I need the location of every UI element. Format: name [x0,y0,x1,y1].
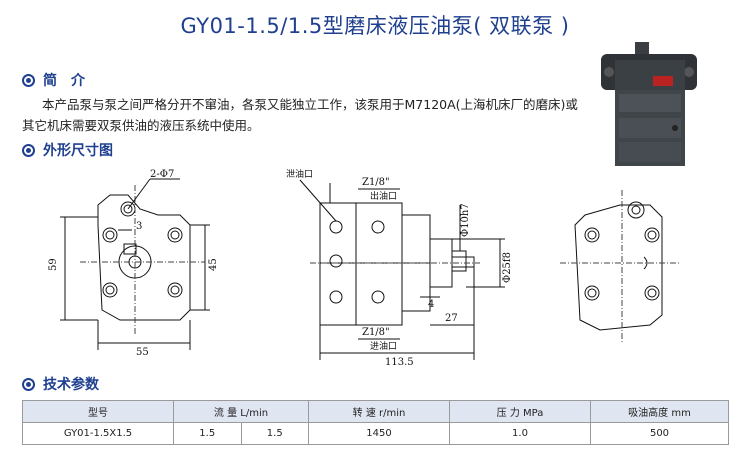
section-spec-heading: 技术参数 [22,374,99,394]
section-intro-heading: 简 介 [22,70,85,90]
header-flow: 流 量 L/min [173,400,309,423]
dim-offset: 3 [136,221,142,232]
section-drawing-heading: 外形尺寸图 [22,140,113,160]
section-bullet-icon [22,143,35,157]
outlet-label: 出油口 [370,190,397,202]
dim-shaft-len: 27 [445,313,458,324]
dim-height-inner: 45 [208,258,219,271]
spec-header-row: 型号 流 量 L/min 转 速 r/min 压 力 MPa 吸油高度 mm [22,400,729,423]
cell-suction: 500 [590,422,729,445]
section-intro-label: 简 介 [43,73,85,89]
dim-flange-dia: Φ25f8 [502,252,513,283]
section-drawing-label: 外形尺寸图 [43,143,113,159]
drain-port-label: 泄油口 [286,168,313,180]
header-suction: 吸油高度 mm [590,400,729,423]
pump-photo [601,42,697,166]
inlet-label: 进油口 [370,340,397,352]
right-view-outline [574,204,663,331]
header-model: 型号 [22,400,174,423]
dim-total-len: 113.5 [385,357,414,365]
section-bullet-icon [22,73,35,87]
dim-shaft-dia: Φ10h7 [460,203,471,237]
cell-pressure: 1.0 [449,422,591,445]
cell-flow1: 1.5 [173,422,242,445]
section-spec-label: 技术参数 [43,377,99,393]
spec-table: 型号 流 量 L/min 转 速 r/min 压 力 MPa 吸油高度 mm G… [22,400,729,445]
dim-width-left: 55 [136,347,149,358]
cell-flow2: 1.5 [240,422,309,445]
left-view-outline [97,194,191,321]
port-top-label: Z1/8" [362,177,390,188]
header-pressure: 压 力 MPa [449,400,591,423]
page-title: GY01-1.5/1.5型磨床液压油泵( 双联泵 ) [180,14,570,38]
cell-speed: 1450 [308,422,450,445]
port-bottom-label: Z1/8" [362,327,390,338]
dim-holes: 2-Φ7 [150,169,174,180]
section-bullet-icon [22,377,35,391]
dim-key: 4 [428,299,434,310]
dim-height-left: 59 [48,258,59,271]
table-row: GY01-1.5X1.5 1.5 1.5 1450 1.0 500 [22,422,729,445]
cell-model: GY01-1.5X1.5 [22,422,174,445]
header-speed: 转 速 r/min [308,400,450,423]
dimension-drawing: 2-Φ7 3 59 45 55 泄油口 Z1/8" 出油口 Z1/8" 进油口 … [48,168,680,365]
intro-text: 本产品泵与泵之间严格分开不窜油，各泵又能独立工作，该泵用于M7120A(上海机床… [22,97,578,133]
